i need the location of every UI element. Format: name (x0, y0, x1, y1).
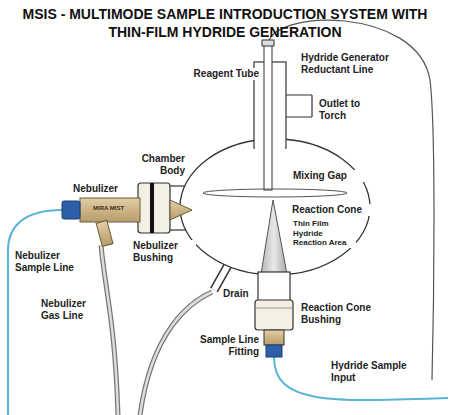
blue-nut (266, 345, 282, 357)
part-label: Outlet to Torch (318, 98, 376, 122)
title: MSIS - MULTIMODE SAMPLE INTRODUCTION SYS… (5, 5, 445, 41)
nebulizer-body (80, 198, 140, 222)
reagent-tube (264, 44, 272, 190)
gas-fitting (96, 220, 113, 246)
part-label: Hydride Sample Input (330, 360, 424, 384)
nebulizer-bushing (138, 183, 170, 233)
part-label: Reaction Cone Bushing (300, 302, 392, 326)
part-label: Reaction Cone (291, 204, 379, 216)
part-label: Hydride Generator Reductant Line (300, 52, 410, 76)
part-label: Nebulizer Bushing (132, 240, 196, 264)
lower-neck (258, 272, 290, 302)
part-label: Nebulizer Sample Line (14, 250, 82, 274)
hydride-sample-line (274, 357, 448, 400)
sample-line-fitting (264, 330, 284, 345)
bushing-ring (150, 183, 154, 233)
part-label: Mixing Gap (292, 170, 364, 182)
part-label: Chamber Body (128, 153, 186, 177)
nebulizer-tip (170, 200, 192, 220)
mixing-gap (203, 189, 347, 197)
part-label: Drain (222, 288, 256, 300)
part-label: Reagent Tube (172, 68, 260, 80)
blue-nut (62, 201, 80, 219)
part-label: Nebulizer (72, 183, 134, 195)
part-label: Thin Film Hydride Reaction Area (292, 219, 356, 248)
reaction-cone-bushing (255, 300, 293, 330)
reaction-cone (261, 200, 287, 274)
part-label: Nebulizer Gas Line (40, 298, 100, 322)
gas-hose-inner (101, 245, 118, 415)
bushing-ridge (255, 308, 293, 309)
reagent-tube-cap (262, 40, 274, 46)
brand-text: MIRA MIST (92, 205, 138, 212)
gas-hose (101, 245, 118, 415)
part-label: Sample Line Fitting (184, 334, 260, 358)
outlet-arm (286, 95, 312, 117)
